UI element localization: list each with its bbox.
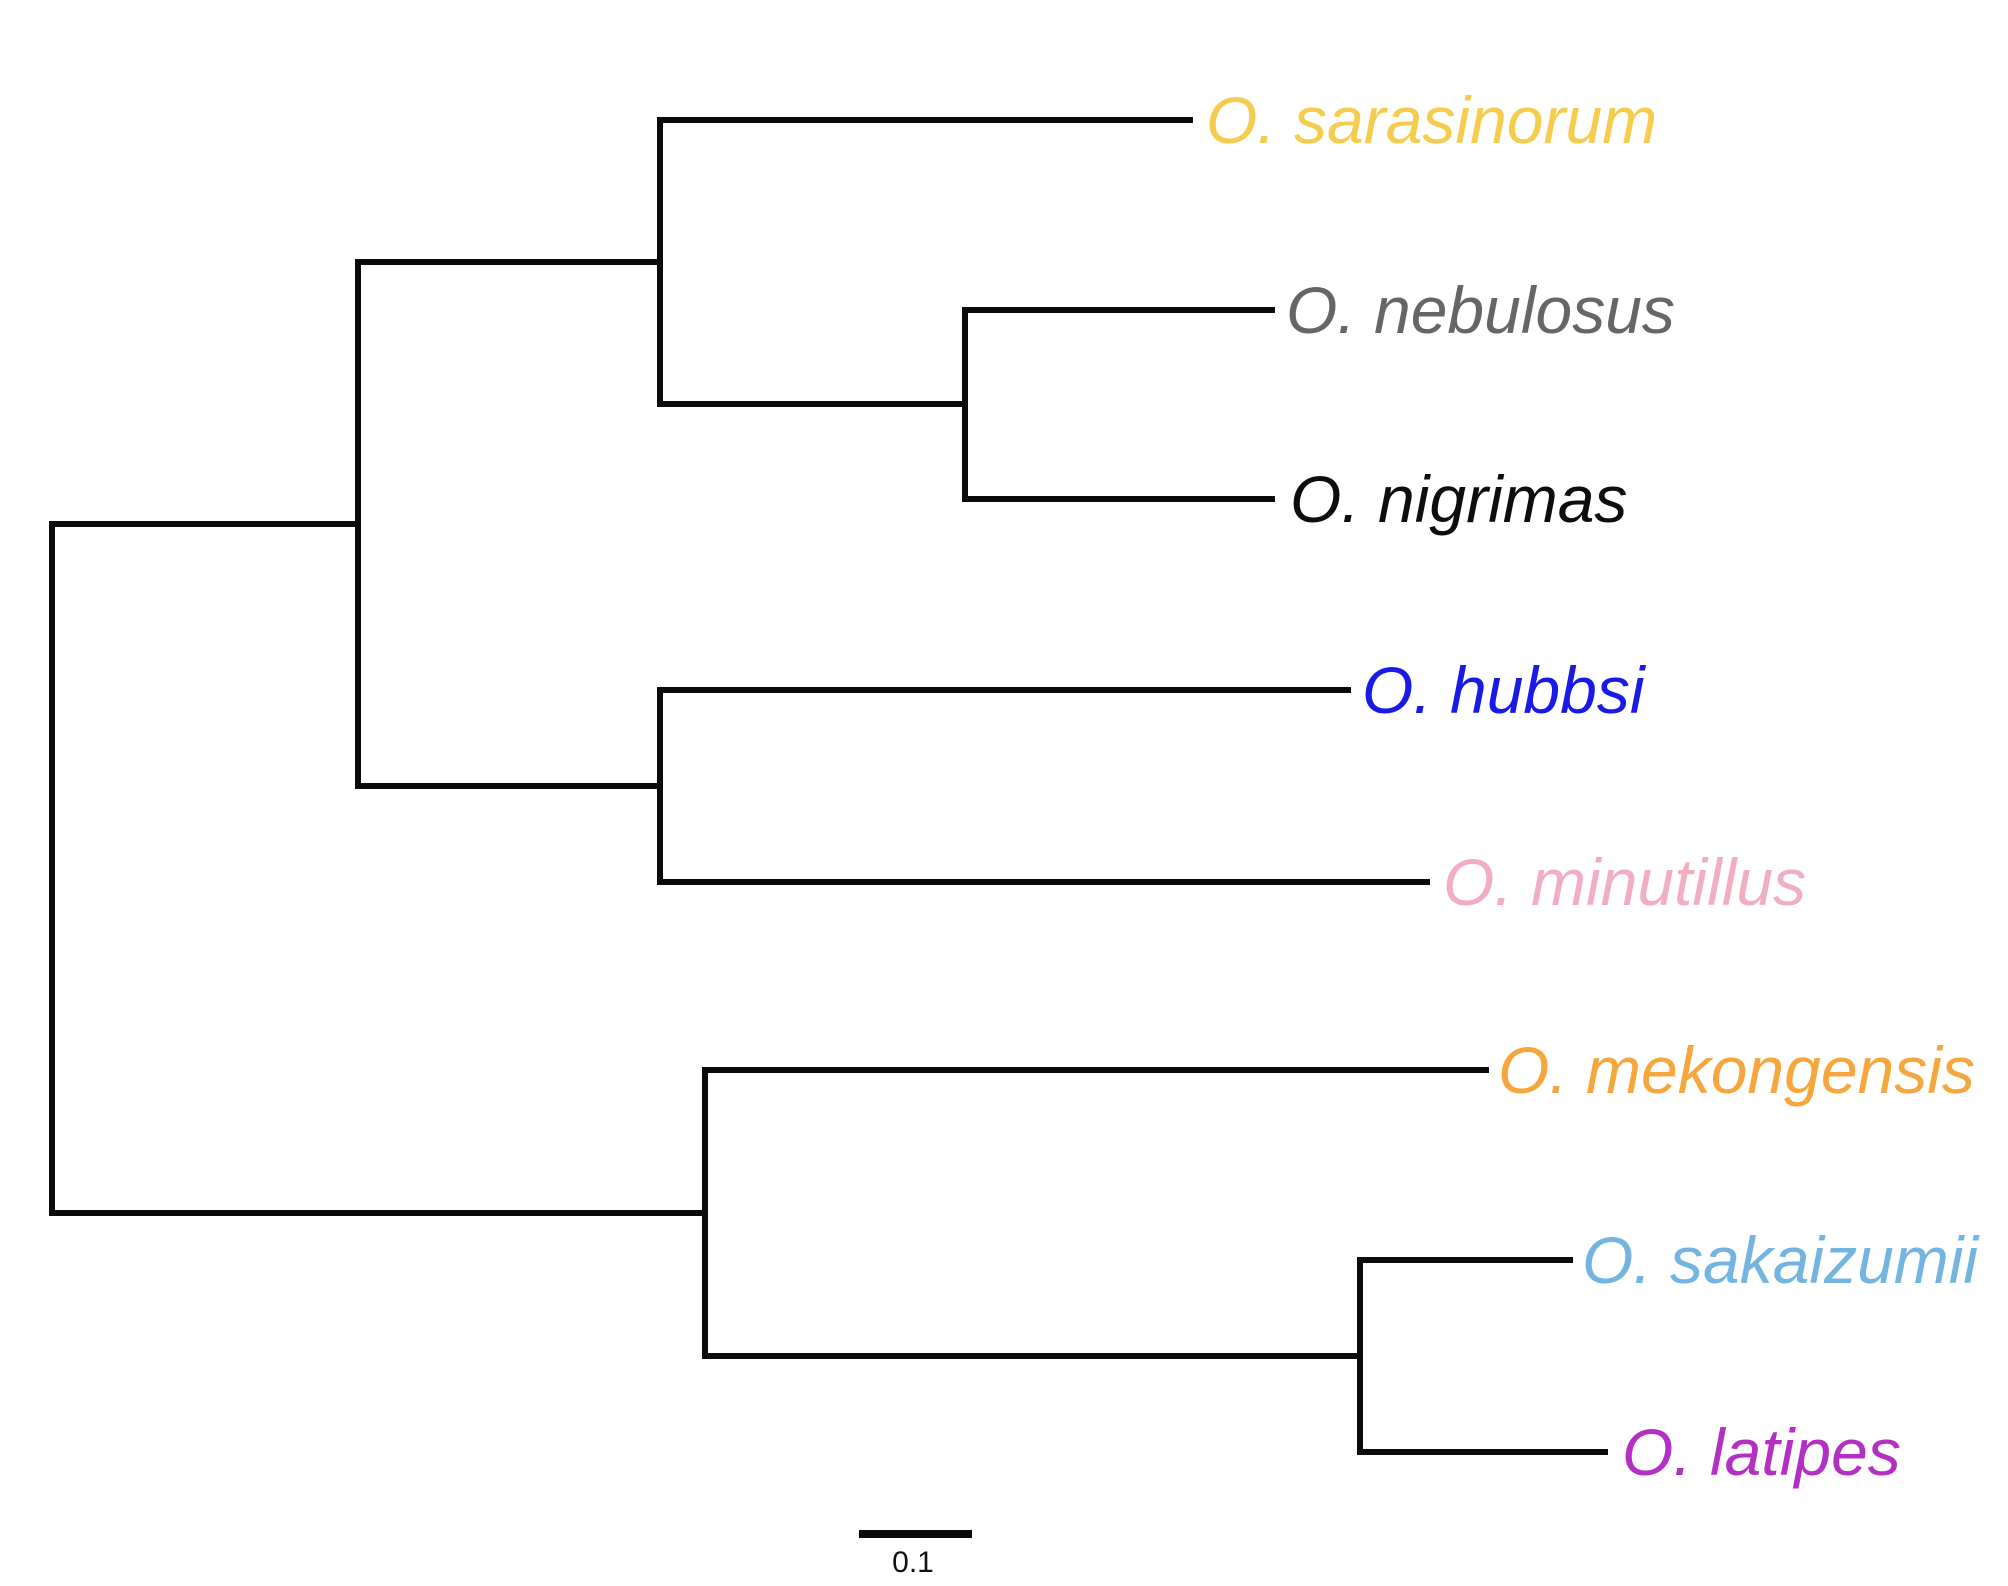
taxon-label-hubbsi: O. hubbsi bbox=[1362, 653, 1647, 727]
taxon-label-minutillus: O. minutillus bbox=[1443, 845, 1806, 919]
taxon-label-sarasinorum: O. sarasinorum bbox=[1206, 83, 1657, 157]
taxon-label-sakaizumii: O. sakaizumii bbox=[1582, 1223, 1980, 1297]
taxon-label-nebulosus: O. nebulosus bbox=[1286, 273, 1675, 347]
taxon-label-latipes: O. latipes bbox=[1622, 1415, 1901, 1489]
taxon-label-mekongensis: O. mekongensis bbox=[1498, 1033, 1975, 1107]
taxon-label-nigrimas: O. nigrimas bbox=[1290, 462, 1627, 536]
scale-bar-label: 0.1 bbox=[892, 1546, 934, 1579]
